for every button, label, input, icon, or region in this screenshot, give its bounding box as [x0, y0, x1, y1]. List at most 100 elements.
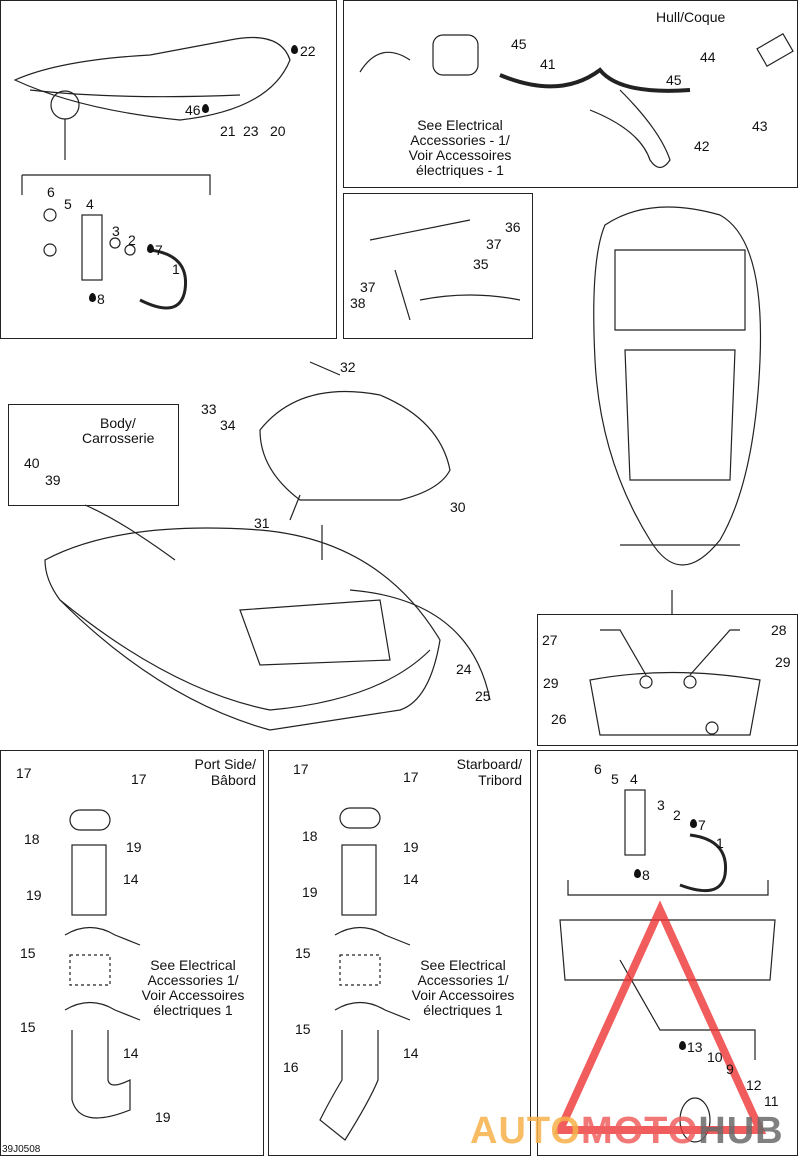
part-callout: 29 [775, 654, 791, 670]
part-callout: 19 [126, 839, 142, 855]
part-callout: 45 [511, 36, 527, 52]
part-callout: 7 [155, 242, 163, 258]
part-callout: 3 [657, 797, 665, 813]
note-line: See Electrical [150, 957, 236, 973]
sealant-drop-icon [89, 293, 96, 302]
part-callout: 5 [611, 771, 619, 787]
part-callout: 33 [201, 401, 217, 417]
part-callout: 17 [131, 771, 147, 787]
part-callout: 26 [551, 711, 567, 727]
part-callout: 19 [155, 1109, 171, 1125]
part-callout: 27 [542, 632, 558, 648]
starboard-title: Starboard/ [456, 756, 522, 772]
part-callout: 29 [543, 675, 559, 691]
starboard-title: Tribord [478, 772, 522, 788]
part-callout: 15 [295, 945, 311, 961]
part-callout: 8 [97, 291, 105, 307]
part-callout: 7 [698, 817, 706, 833]
sealant-drop-icon [147, 244, 154, 253]
port-side-title: Port Side/ [194, 756, 256, 772]
note-line: See Electrical [420, 957, 506, 973]
part-callout: 45 [666, 72, 682, 88]
part-callout: 28 [771, 622, 787, 638]
body-title: Body/ [100, 415, 136, 431]
part-callout: 10 [707, 1049, 723, 1065]
watermark-part: AUTO [470, 1110, 581, 1152]
part-callout: 18 [24, 831, 40, 847]
watermark-logo: AUTOMOTOHUB [470, 1112, 784, 1150]
part-callout: 8 [642, 867, 650, 883]
part-callout: 39 [45, 472, 61, 488]
part-callout: 32 [340, 359, 356, 375]
part-callout: 4 [86, 196, 94, 212]
port-side-title: Bâbord [210, 772, 256, 788]
note-line: Voir Accessoires [411, 987, 515, 1003]
part-callout: 17 [293, 761, 309, 777]
part-callout: 14 [123, 871, 139, 887]
part-callout: 5 [64, 196, 72, 212]
sealant-drop-icon [291, 45, 298, 54]
sealant-drop-icon [202, 104, 209, 113]
panel-bilge-pump [343, 0, 798, 188]
note-line: Accessories 1/ [417, 972, 509, 988]
part-callout: 9 [726, 1061, 734, 1077]
note-line: électriques - 1 [416, 162, 504, 178]
part-callout: 38 [350, 295, 366, 311]
sealant-drop-icon [679, 1041, 686, 1050]
part-callout: 14 [403, 871, 419, 887]
part-callout: 17 [16, 765, 32, 781]
part-callout: 37 [360, 279, 376, 295]
diagram-code: 39J0508 [2, 1144, 41, 1155]
hull-title: Hull/Coque [656, 9, 726, 25]
part-callout: 3 [112, 223, 120, 239]
part-callout: 15 [20, 945, 36, 961]
electrical-note: See Electrical Accessories 1/ Voir Acces… [128, 958, 258, 1018]
note-line: Accessories 1/ [147, 972, 239, 988]
part-callout: 44 [700, 49, 716, 65]
part-callout: 20 [270, 123, 286, 139]
panel-stern-eye [537, 750, 798, 1156]
electrical-note: See Electrical Accessories - 1/ Voir Acc… [395, 118, 525, 178]
part-callout: 34 [220, 417, 236, 433]
part-callout: 30 [450, 499, 466, 515]
part-callout: 15 [295, 1021, 311, 1037]
part-callout: 19 [302, 884, 318, 900]
part-callout: 19 [26, 887, 42, 903]
panel-stern-plate [537, 614, 798, 746]
part-callout: 15 [20, 1019, 36, 1035]
part-callout: 43 [752, 118, 768, 134]
sealant-drop-icon [690, 819, 697, 828]
part-callout: 16 [283, 1059, 299, 1075]
part-callout: 19 [403, 839, 419, 855]
part-callout: 42 [694, 138, 710, 154]
note-line: électriques 1 [153, 1002, 233, 1018]
part-callout: 18 [302, 828, 318, 844]
part-callout: 12 [746, 1077, 762, 1093]
part-callout: 13 [687, 1039, 703, 1055]
part-callout: 2 [673, 807, 681, 823]
electrical-note: See Electrical Accessories 1/ Voir Acces… [398, 958, 528, 1018]
part-callout: 41 [540, 56, 556, 72]
part-callout: 22 [300, 43, 316, 59]
note-line: électriques 1 [423, 1002, 503, 1018]
sealant-drop-icon [634, 869, 641, 878]
part-callout: 4 [630, 771, 638, 787]
part-callout: 31 [254, 515, 270, 531]
part-callout: 6 [47, 184, 55, 200]
note-line: Voir Accessoires [141, 987, 245, 1003]
part-callout: 35 [473, 256, 489, 272]
part-callout: 11 [764, 1093, 779, 1109]
body-title: Carrosserie [82, 430, 155, 446]
panel-body [8, 404, 179, 506]
part-callout: 14 [123, 1045, 139, 1061]
part-callout: 1 [716, 835, 724, 851]
panel-cleat [343, 193, 533, 339]
panel-port-side [0, 750, 264, 1156]
part-callout: 2 [128, 232, 136, 248]
part-callout: 37 [486, 236, 502, 252]
part-callout: 1 [172, 261, 180, 277]
part-callout: 25 [475, 688, 491, 704]
part-callout: 17 [403, 769, 419, 785]
note-line: Accessories - 1/ [410, 132, 510, 148]
